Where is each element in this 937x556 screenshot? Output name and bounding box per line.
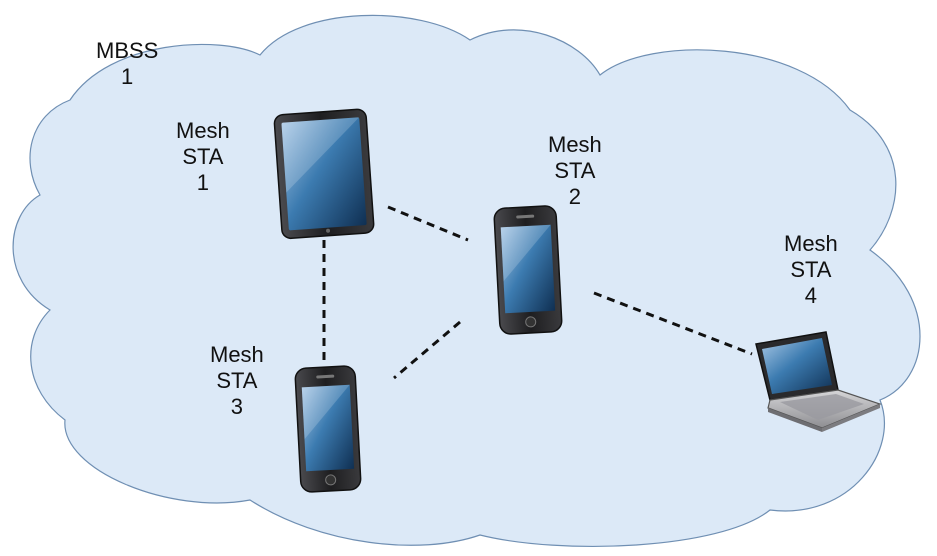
sta2-label-number: 2 — [568, 184, 582, 209]
sta3-label: Mesh STA 3 — [210, 342, 264, 420]
mbss-label-line1: MBSS — [96, 38, 159, 63]
sta1-label-number: 1 — [196, 170, 210, 195]
sta3-label-line2: STA — [216, 368, 258, 393]
sta4-label: Mesh STA 4 — [784, 231, 838, 309]
link-sta2-sta4 — [593, 291, 753, 356]
sta2-label-line2: STA — [554, 158, 596, 183]
tablet-icon — [273, 108, 375, 240]
link-sta1-sta2 — [387, 205, 469, 242]
sta2-label: Mesh STA 2 — [548, 132, 602, 210]
smartphone-icon — [493, 205, 563, 335]
laptop-icon — [755, 331, 882, 432]
mbss-cloud — [12, 14, 921, 548]
sta3-label-line1: Mesh — [210, 342, 264, 367]
smartphone-icon — [294, 365, 362, 493]
mbss-label-line2: 1 — [121, 64, 134, 89]
sta1-label-line1: Mesh — [176, 118, 230, 143]
link-sta2-sta3 — [393, 320, 461, 380]
sta1-label-line2: STA — [182, 144, 224, 169]
sta2-label-line1: Mesh — [548, 132, 602, 157]
sta4-label-line2: STA — [790, 257, 832, 282]
sta1-label: Mesh STA 1 — [176, 118, 230, 196]
sta4-label-number: 4 — [804, 283, 818, 308]
mbss-label: MBSS 1 — [96, 38, 158, 90]
sta3-label-number: 3 — [230, 394, 244, 419]
sta4-label-line1: Mesh — [784, 231, 838, 256]
